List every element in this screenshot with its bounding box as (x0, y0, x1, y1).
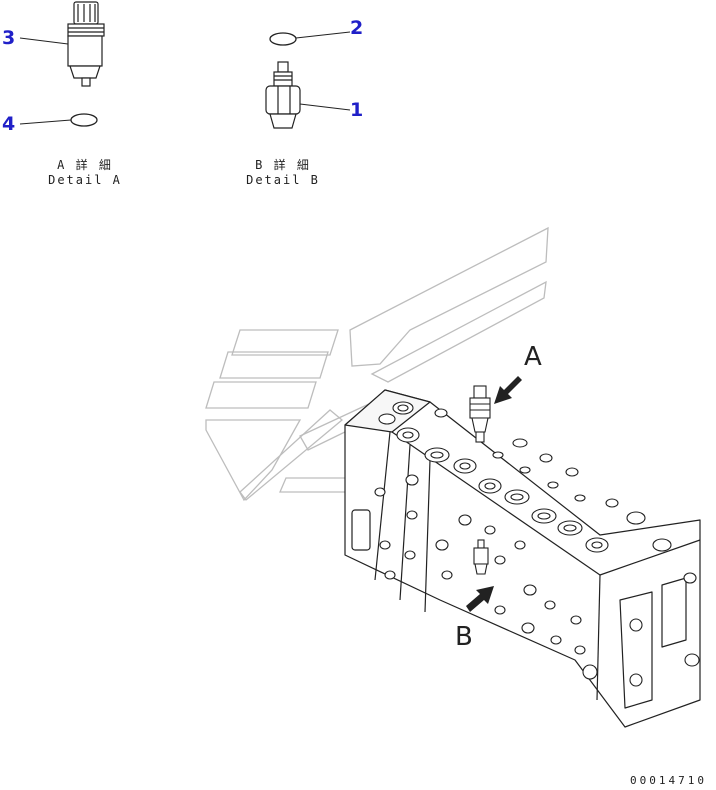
detail-a-caption: A 詳 細 Detail A (40, 158, 130, 188)
view-label-b: B (455, 622, 473, 652)
detail-b-en-label: Detail B (246, 173, 320, 187)
callout-3: 3 (2, 27, 16, 49)
view-arrow-b-icon (466, 586, 494, 612)
leader-lines (19, 31, 351, 125)
view-label-a: A (524, 342, 542, 372)
installed-valve-a-icon (469, 385, 491, 443)
detail-b-caption: B 詳 細 Detail B (238, 158, 328, 188)
view-arrow-a-icon (494, 376, 522, 404)
part-2-o-ring-icon (269, 32, 297, 46)
control-valve-body (344, 389, 701, 728)
detail-a-en-label: Detail A (48, 173, 122, 187)
part-3-valve-icon (67, 1, 105, 87)
detail-a-ja-label: A 詳 細 (57, 158, 113, 172)
valve-ports (374, 401, 700, 687)
callout-1: 1 (350, 99, 364, 121)
part-4-o-ring-icon (70, 113, 98, 127)
detail-b-ja-label: B 詳 細 (255, 158, 311, 172)
installed-plug-b-icon (473, 539, 489, 575)
drawing-number: 00014710 (630, 774, 707, 787)
part-1-plug-icon (265, 61, 301, 129)
callout-4: 4 (2, 113, 16, 135)
callout-2: 2 (350, 17, 364, 39)
